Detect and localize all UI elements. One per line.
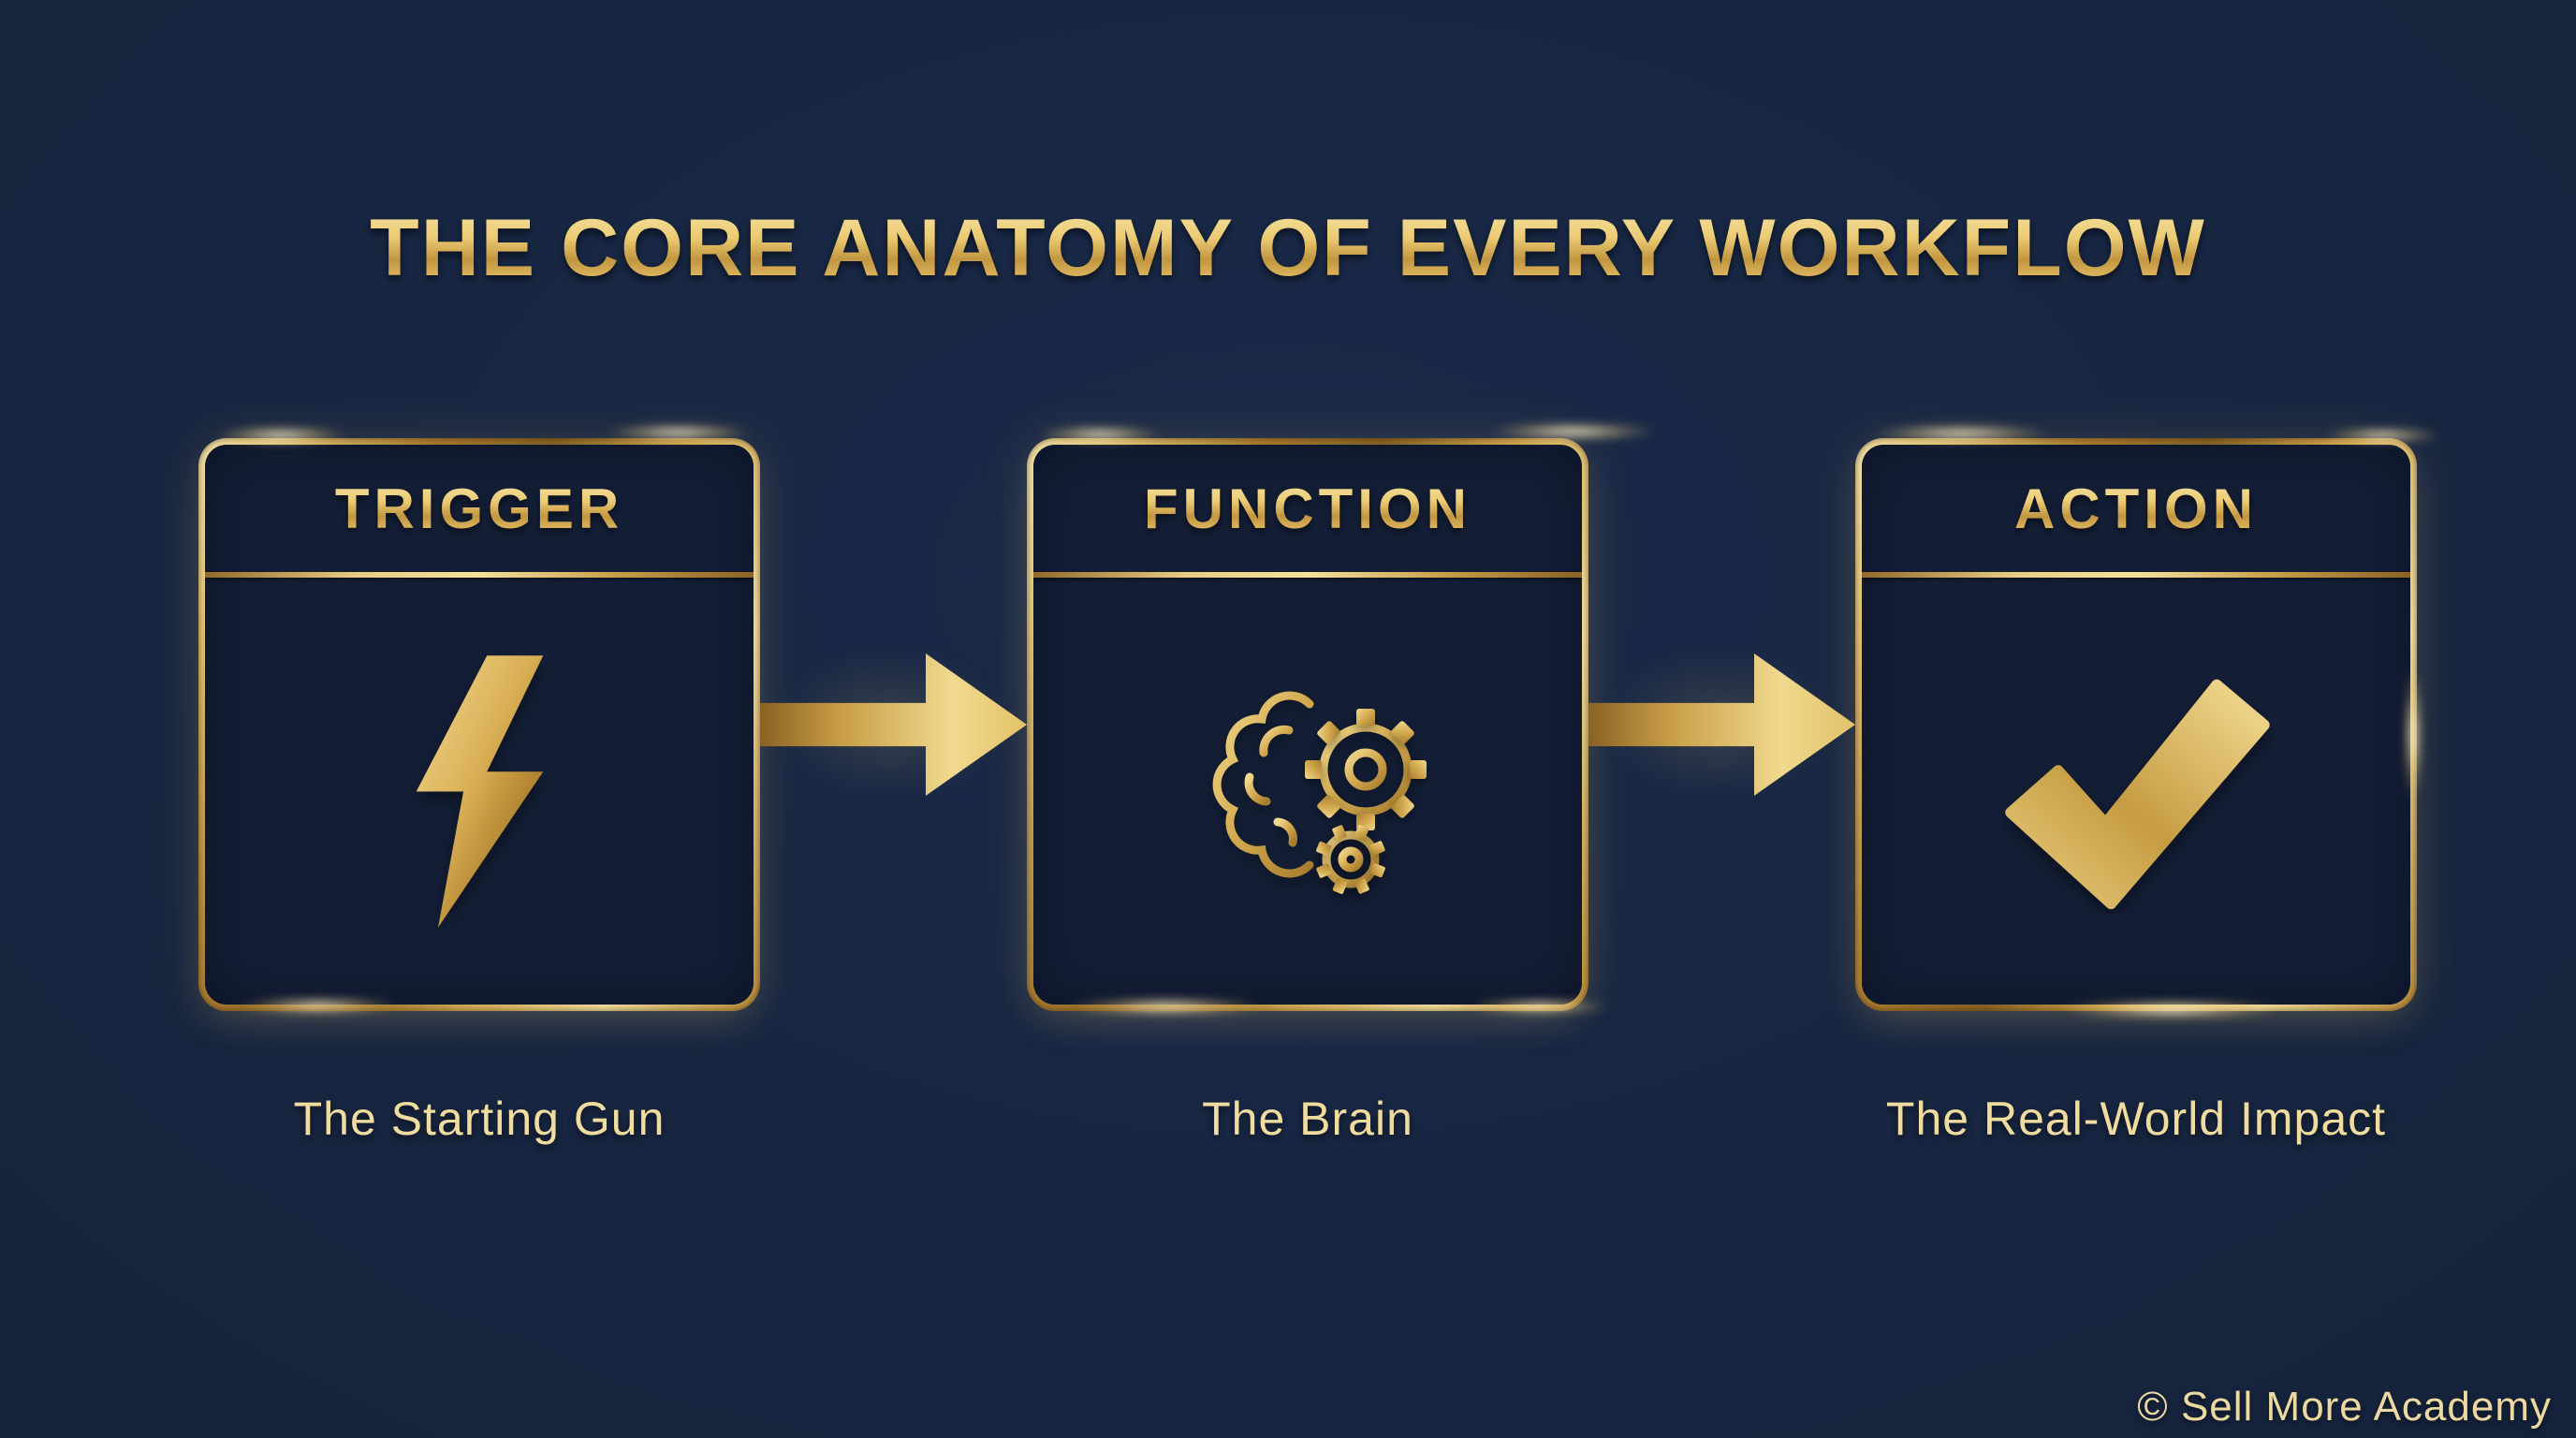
step-action: ACTION [1855,438,2417,1146]
action-box-inner: ACTION [1862,445,2410,1005]
function-header: FUNCTION [1033,445,1582,572]
action-header: ACTION [1862,445,2410,572]
connector-2 [1560,438,1879,822]
action-body [1862,578,2410,1005]
step-trigger: TRIGGER [198,438,760,1146]
trigger-box: TRIGGER [198,438,760,1011]
trigger-box-inner: TRIGGER [205,445,754,1005]
arrow-right-icon [760,653,1027,796]
function-box-inner: FUNCTION [1033,445,1582,1005]
trigger-caption: The Starting Gun [293,1093,666,1145]
action-box: ACTION [1855,438,2417,1011]
function-caption: The Brain [1202,1093,1413,1145]
page-title: THE CORE ANATOMY OF EVERY WORKFLOW [0,202,2576,295]
trigger-header: TRIGGER [205,445,754,572]
function-box: FUNCTION [1027,438,1588,1011]
header-divider [1033,572,1582,578]
header-divider [205,572,754,578]
connector-1 [732,438,1050,822]
checkmark-icon [2004,679,2270,909]
trigger-label: TRIGGER [334,477,624,540]
lightning-bolt-icon [416,654,543,928]
action-label: ACTION [2014,477,2258,540]
workflow-row: TRIGGER [198,438,2417,1146]
arrow-right-icon [1588,653,1855,796]
brain-gears-icon [1212,691,1427,894]
trigger-body [205,578,754,1005]
function-label: FUNCTION [1144,477,1471,540]
header-divider [1862,572,2410,578]
action-caption: The Real-World Impact [1885,1093,2387,1145]
step-function: FUNCTION [1027,438,1588,1146]
function-body [1033,578,1582,1005]
footer-credit: © Sell More Academy [2137,1384,2552,1430]
